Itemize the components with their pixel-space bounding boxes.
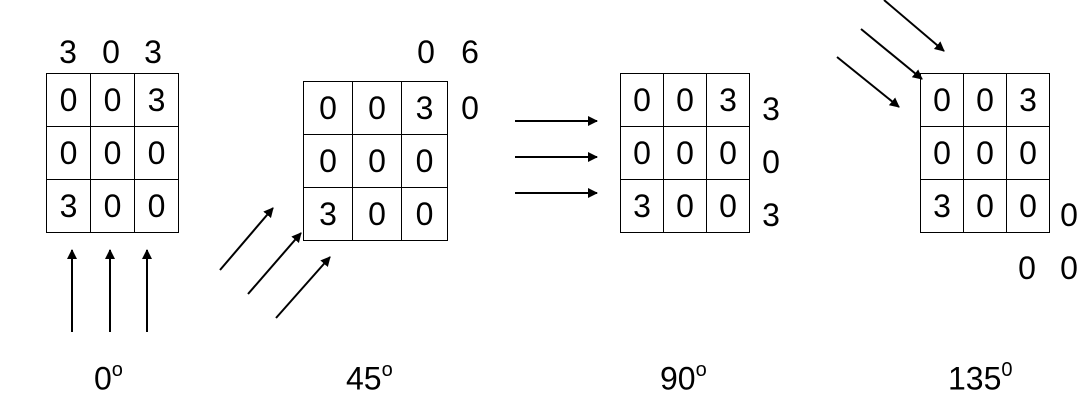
projection-sum: 0 xyxy=(1018,250,1036,286)
matrix-cell: 0 xyxy=(90,126,135,180)
angle-label: 90o xyxy=(660,359,707,397)
matrix-cell: 3 xyxy=(620,179,664,233)
matrix-cell: 3 xyxy=(1006,73,1050,127)
projection-sum: 0 xyxy=(461,90,479,126)
matrix-cell: 0 xyxy=(1006,126,1050,180)
arrow-diag135-1 xyxy=(883,0,945,52)
matrix-cell: 0 xyxy=(303,81,353,135)
matrix-cell: 0 xyxy=(706,179,750,233)
arrows-90deg xyxy=(515,116,598,198)
matrix-cell: 0 xyxy=(134,126,179,180)
arrow-diag-1 xyxy=(219,207,274,271)
matrix-cell: 0 xyxy=(46,126,91,180)
matrix-grid: 0 0 3 0 0 0 3 0 0 xyxy=(303,81,448,241)
projection-sum: 3 xyxy=(762,91,780,127)
matrix-cell: 3 xyxy=(706,73,750,127)
matrix-cell: 0 xyxy=(663,179,707,233)
arrow-diag-3 xyxy=(275,256,331,319)
arrow-diag135-3 xyxy=(836,56,900,108)
projection-sum: 3 xyxy=(59,34,77,70)
projection-sum: 0 xyxy=(102,34,120,70)
matrix-cell: 0 xyxy=(401,187,448,241)
matrix-cell: 0 xyxy=(663,73,707,127)
matrix-cell: 0 xyxy=(90,179,135,233)
arrows-135deg xyxy=(836,0,945,108)
matrix-cell: 0 xyxy=(963,73,1007,127)
matrix-cell: 0 xyxy=(620,73,664,127)
matrix-cell: 0 xyxy=(90,73,135,127)
projection-sum: 0 xyxy=(1060,197,1078,233)
matrix-cell: 3 xyxy=(401,81,448,135)
projection-sum: 0 xyxy=(417,34,435,70)
matrix-cell: 3 xyxy=(920,179,964,233)
matrix-cell: 0 xyxy=(920,126,964,180)
matrix-cell: 0 xyxy=(963,126,1007,180)
matrix-grid: 0 0 3 0 0 0 3 0 0 xyxy=(920,73,1050,233)
matrix-cell: 3 xyxy=(303,187,353,241)
angle-label: 45o xyxy=(346,359,393,397)
matrix-cell: 0 xyxy=(46,73,91,127)
matrix-cell: 0 xyxy=(963,179,1007,233)
projection-sum: 3 xyxy=(144,34,162,70)
matrix-cell: 0 xyxy=(1006,179,1050,233)
angle-label: 0o xyxy=(94,359,123,397)
arrow-diag-2 xyxy=(247,232,302,295)
matrix-cell: 3 xyxy=(134,73,179,127)
arrow-diag135-2 xyxy=(860,28,923,80)
matrix-cell: 0 xyxy=(352,187,402,241)
matrix-cell: 0 xyxy=(401,134,448,188)
matrix-cell: 0 xyxy=(706,126,750,180)
arrows-0deg xyxy=(67,249,152,332)
angle-label: 1350 xyxy=(948,359,1013,397)
projection-sum: 0 xyxy=(762,144,780,180)
matrix-cell: 0 xyxy=(663,126,707,180)
matrix-cell: 0 xyxy=(352,81,402,135)
matrix-cell: 0 xyxy=(920,73,964,127)
matrix-cell: 0 xyxy=(303,134,353,188)
matrix-cell: 0 xyxy=(620,126,664,180)
matrix-grid: 0 0 3 0 0 0 3 0 0 xyxy=(620,73,750,233)
matrix-grid: 0 0 3 0 0 0 3 0 0 xyxy=(46,73,179,233)
projection-sum: 0 xyxy=(1060,250,1078,286)
matrix-cell: 3 xyxy=(46,179,91,233)
projection-sum: 3 xyxy=(762,197,780,233)
arrows-45deg xyxy=(219,207,331,319)
matrix-cell: 0 xyxy=(352,134,402,188)
matrix-cell: 0 xyxy=(134,179,179,233)
projection-sum: 6 xyxy=(461,34,479,70)
